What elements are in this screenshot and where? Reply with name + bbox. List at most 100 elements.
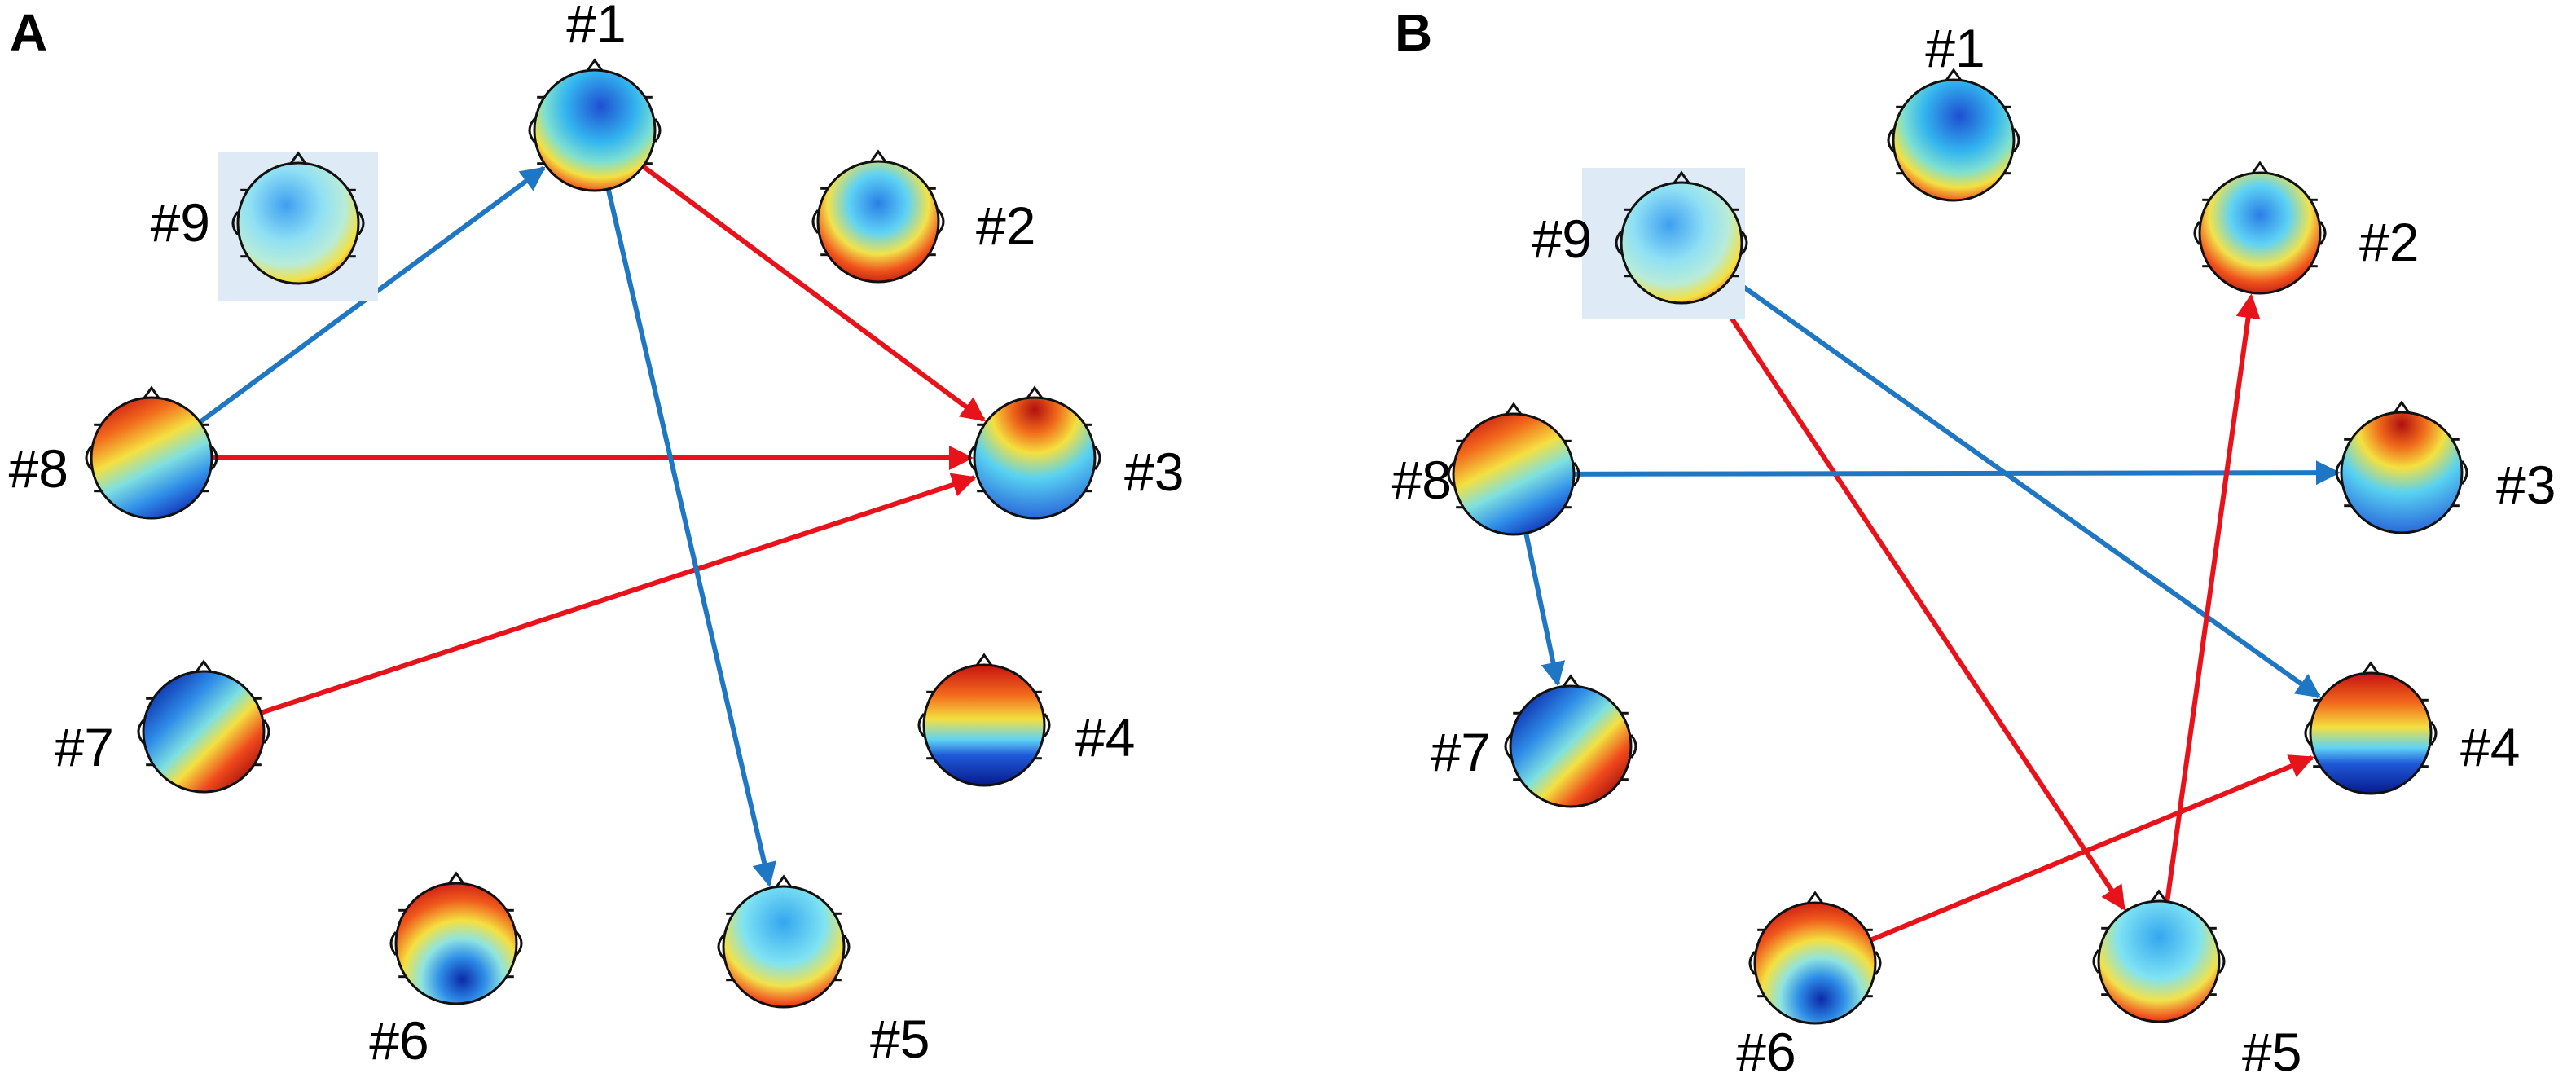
scalp-map	[236, 161, 360, 285]
node-label: #6	[1736, 1022, 1796, 1082]
head-ear	[937, 209, 945, 234]
head-ear	[231, 211, 240, 235]
node-label: #1	[566, 0, 626, 54]
head-ear	[262, 719, 270, 744]
head-ear	[1504, 734, 1512, 759]
node-label: #1	[1925, 18, 1985, 78]
node-3: #3	[2335, 400, 2556, 534]
head-ear	[811, 209, 820, 234]
node-label: #8	[1392, 450, 1452, 510]
head-nose	[1504, 402, 1523, 416]
head-ear	[1629, 734, 1637, 759]
head-ear	[917, 713, 925, 737]
head-ear	[1740, 231, 1748, 255]
node-8: #8	[9, 385, 218, 520]
panel-a-nodes: #1#2#3#4#5#6#7#8#9	[9, 0, 1185, 1071]
head-ear	[653, 118, 662, 143]
node-label: #2	[976, 196, 1035, 256]
head-nose	[2149, 889, 2169, 904]
node-3: #3	[968, 385, 1184, 520]
node-9: #9	[151, 151, 378, 301]
head-ear	[2193, 221, 2201, 245]
head-ear	[137, 719, 145, 744]
panel-letter-a: A	[10, 3, 47, 62]
panel-b-edges	[1521, 270, 2341, 946]
head-nose	[1561, 674, 1580, 688]
node-label: #4	[1075, 707, 1135, 768]
head-ear	[515, 931, 523, 956]
head-ear	[2092, 949, 2100, 974]
head-ear	[2460, 460, 2468, 485]
node-7: #7	[1431, 674, 1637, 808]
head-nose	[2392, 400, 2411, 415]
node-label: #9	[151, 192, 210, 253]
scalp-map	[2309, 671, 2433, 795]
node-9: #9	[1532, 168, 1748, 319]
head-ear	[210, 446, 218, 470]
head-ear	[389, 931, 398, 956]
scalp-map	[1452, 412, 1576, 536]
head-nose	[446, 871, 466, 886]
node-4: #4	[917, 653, 1135, 787]
head-ear	[1572, 462, 1580, 486]
node-label: #8	[9, 438, 68, 499]
node-2: #2	[2193, 161, 2419, 295]
panel-b: B #1 #2 #3 #4 #5 #6 #7 #8 #9	[1392, 3, 2556, 1082]
panel-a-edges	[191, 159, 986, 887]
scalp-map	[816, 160, 940, 284]
head-ear	[717, 935, 725, 959]
panel-letter-b: B	[1395, 3, 1432, 62]
scalp-map	[1892, 78, 2016, 202]
head-nose	[288, 151, 308, 165]
head-nose	[1672, 170, 1691, 185]
head-ear	[1615, 231, 1623, 255]
head-ear	[842, 935, 851, 959]
edge-6-to-4	[1861, 754, 2314, 946]
head-nose	[1805, 891, 1825, 905]
scalp-map	[2340, 411, 2464, 534]
node-2: #2	[811, 149, 1035, 284]
node-label: #5	[2242, 1022, 2301, 1082]
head-ear	[1887, 128, 1895, 152]
head-ear	[2012, 128, 2020, 152]
head-nose	[194, 659, 213, 674]
head-nose	[2361, 661, 2380, 675]
head-ear	[2319, 221, 2327, 245]
head-nose	[774, 874, 793, 889]
scalp-map	[973, 396, 1097, 520]
head-nose	[142, 385, 161, 400]
node-8: #8	[1392, 402, 1580, 536]
scalp-map	[90, 396, 213, 520]
edge-5-to-2	[2163, 293, 2261, 912]
node-label: #3	[2496, 455, 2556, 515]
node-1: #1	[528, 0, 662, 192]
head-ear	[1874, 951, 1882, 975]
node-label: #7	[1431, 722, 1491, 782]
scalp-map	[2198, 171, 2322, 295]
scalp-map	[394, 882, 518, 1005]
node-5: #5	[717, 874, 930, 1069]
head-ear	[528, 118, 536, 143]
node-label: #2	[2359, 212, 2419, 272]
head-ear	[1043, 713, 1051, 737]
head-ear	[2304, 721, 2312, 746]
head-ear	[1748, 951, 1756, 975]
scalp-map	[533, 68, 657, 192]
head-ear	[2429, 721, 2438, 746]
edge-1-to-5	[604, 179, 776, 887]
head-nose	[1025, 385, 1044, 400]
scalp-map	[1620, 181, 1743, 305]
head-nose	[868, 149, 888, 164]
head-nose	[1944, 68, 1963, 82]
head-nose	[585, 58, 604, 73]
node-5: #5	[2092, 889, 2301, 1082]
node-label: #5	[870, 1009, 930, 1069]
head-ear	[1447, 462, 1455, 486]
scalp-map	[1753, 901, 1877, 1025]
edge-1-to-3	[634, 159, 986, 422]
edge-9-to-5	[1708, 284, 2126, 911]
node-label: #4	[2460, 717, 2520, 777]
head-ear	[968, 446, 976, 470]
edge-9-to-4	[1721, 270, 2321, 699]
